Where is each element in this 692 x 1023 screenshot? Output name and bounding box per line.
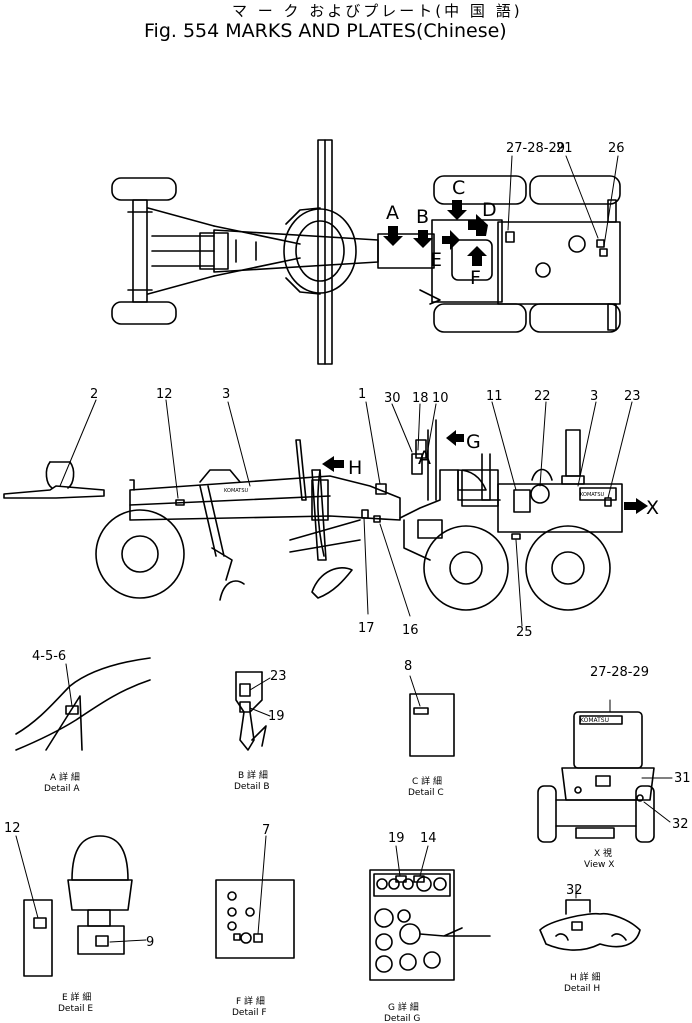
callout-26: 27-28-29 [506, 141, 565, 156]
plate-9 [95, 935, 109, 947]
detail-h [539, 885, 641, 951]
plate-17 [373, 515, 381, 523]
callout-9: 9 [146, 935, 154, 950]
detail-e-en: Detail E [58, 1004, 93, 1014]
callout-3b: 3 [590, 389, 598, 404]
callout-17: 16 [402, 623, 419, 638]
view-letter-a: A [386, 202, 399, 224]
view-letter-x: X [646, 497, 659, 519]
callout-31: 31 [674, 771, 691, 786]
callout-21: 21 [556, 141, 573, 156]
callout-27-28-29: 27-28-29 [590, 665, 649, 680]
callout-15: 19 [388, 831, 405, 846]
plate-13 [175, 499, 185, 506]
view-letter-e: E [430, 249, 442, 271]
plate-14 [413, 875, 425, 883]
view-letter-f: F [470, 267, 481, 289]
detail-a-en: Detail A [44, 784, 80, 794]
view-arrows-side [322, 430, 648, 514]
detail-h-en: Detail H [564, 984, 600, 994]
callout-16: 17 [358, 621, 375, 636]
callout-25: 26 [608, 141, 625, 156]
komatsu-rear-mark: KOMATSU [580, 492, 605, 498]
side-view [3, 419, 623, 611]
plate-8 [413, 707, 429, 715]
detail-c [409, 675, 455, 757]
callout-23: 22 [534, 389, 551, 404]
view-letter-h: H [348, 457, 362, 479]
callout-22: 23 [624, 389, 641, 404]
plate-19 [239, 701, 251, 713]
view-letter-b: B [416, 206, 429, 228]
callout-4-5-6: 4-5-6 [32, 649, 66, 664]
callout-14: 14 [420, 831, 437, 846]
plate-26 [505, 231, 515, 243]
view-letter-c: C [452, 177, 465, 199]
callout-20: 23 [270, 669, 287, 684]
detail-b-jp: B 詳 細 [238, 769, 268, 781]
komatsu-plate: KOMATSU [580, 717, 609, 724]
plate-7 [253, 933, 263, 943]
callout-32: 32 [672, 817, 689, 832]
callout-32b: 32 [566, 883, 583, 898]
detail-f [215, 835, 295, 959]
callout-11: 11 [486, 389, 503, 404]
view-letter-g: G [466, 431, 481, 453]
detail-g-jp: G 詳 細 [388, 1001, 419, 1013]
detail-a [15, 657, 151, 751]
callout-12: 12 [4, 821, 21, 836]
detail-g-en: Detail G [384, 1014, 420, 1023]
detail-b-en: Detail B [234, 782, 270, 792]
detail-h-jp: H 詳 細 [570, 971, 601, 983]
view-arrows-top [383, 200, 488, 266]
plate-1 [375, 483, 387, 495]
plate-11 [513, 489, 531, 513]
callout-19: 19 [268, 709, 285, 724]
callout-30: 30 [384, 391, 401, 406]
detail-f-jp: F 詳 細 [236, 995, 265, 1007]
plate-32b [571, 921, 583, 931]
detail-g [369, 845, 491, 981]
plate-31 [595, 775, 611, 787]
detail-e-jp: E 詳 細 [62, 991, 91, 1003]
plate-25 [599, 248, 608, 257]
view-x-en: View X [584, 860, 614, 870]
view-letter-a2: A [418, 447, 431, 469]
leader-lines [59, 155, 633, 627]
callout-24: 25 [516, 625, 533, 640]
plate-24 [511, 533, 521, 540]
callout-1: 1 [358, 387, 366, 402]
view-letter-d: D [482, 199, 497, 221]
callout-3: 3 [222, 387, 230, 402]
view-x-jp: X 視 [594, 847, 612, 859]
detail-e [15, 835, 147, 977]
callout-7: 7 [262, 823, 270, 838]
plate-15 [395, 875, 407, 883]
plate-20 [239, 683, 251, 697]
detail-c-en: Detail C [408, 788, 444, 798]
detail-f-en: Detail F [232, 1008, 267, 1018]
callout-10: 10 [432, 391, 449, 406]
komatsu-frame-mark: KOMATSU [224, 488, 249, 494]
figure-title: Fig. 554 MARKS AND PLATES(Chinese) [144, 20, 507, 42]
detail-a-jp: A 詳 細 [50, 771, 80, 783]
title-japanese: マ ー ク およびプレート(中 国 語) [232, 2, 523, 20]
view-x [537, 699, 673, 843]
callout-13: 12 [156, 387, 173, 402]
plate-12 [33, 917, 47, 929]
callout-8: 8 [404, 659, 412, 674]
detail-b [235, 671, 271, 751]
plate-21 [596, 239, 605, 248]
plate-16 [361, 509, 369, 519]
detail-c-jp: C 詳 細 [412, 775, 442, 787]
callout-18: 18 [412, 391, 429, 406]
labels: A B C D E F 27-28-29 21 26 2 12 3 1 30 1… [4, 141, 691, 1023]
callout-2: 2 [90, 387, 98, 402]
top-view [111, 139, 621, 365]
